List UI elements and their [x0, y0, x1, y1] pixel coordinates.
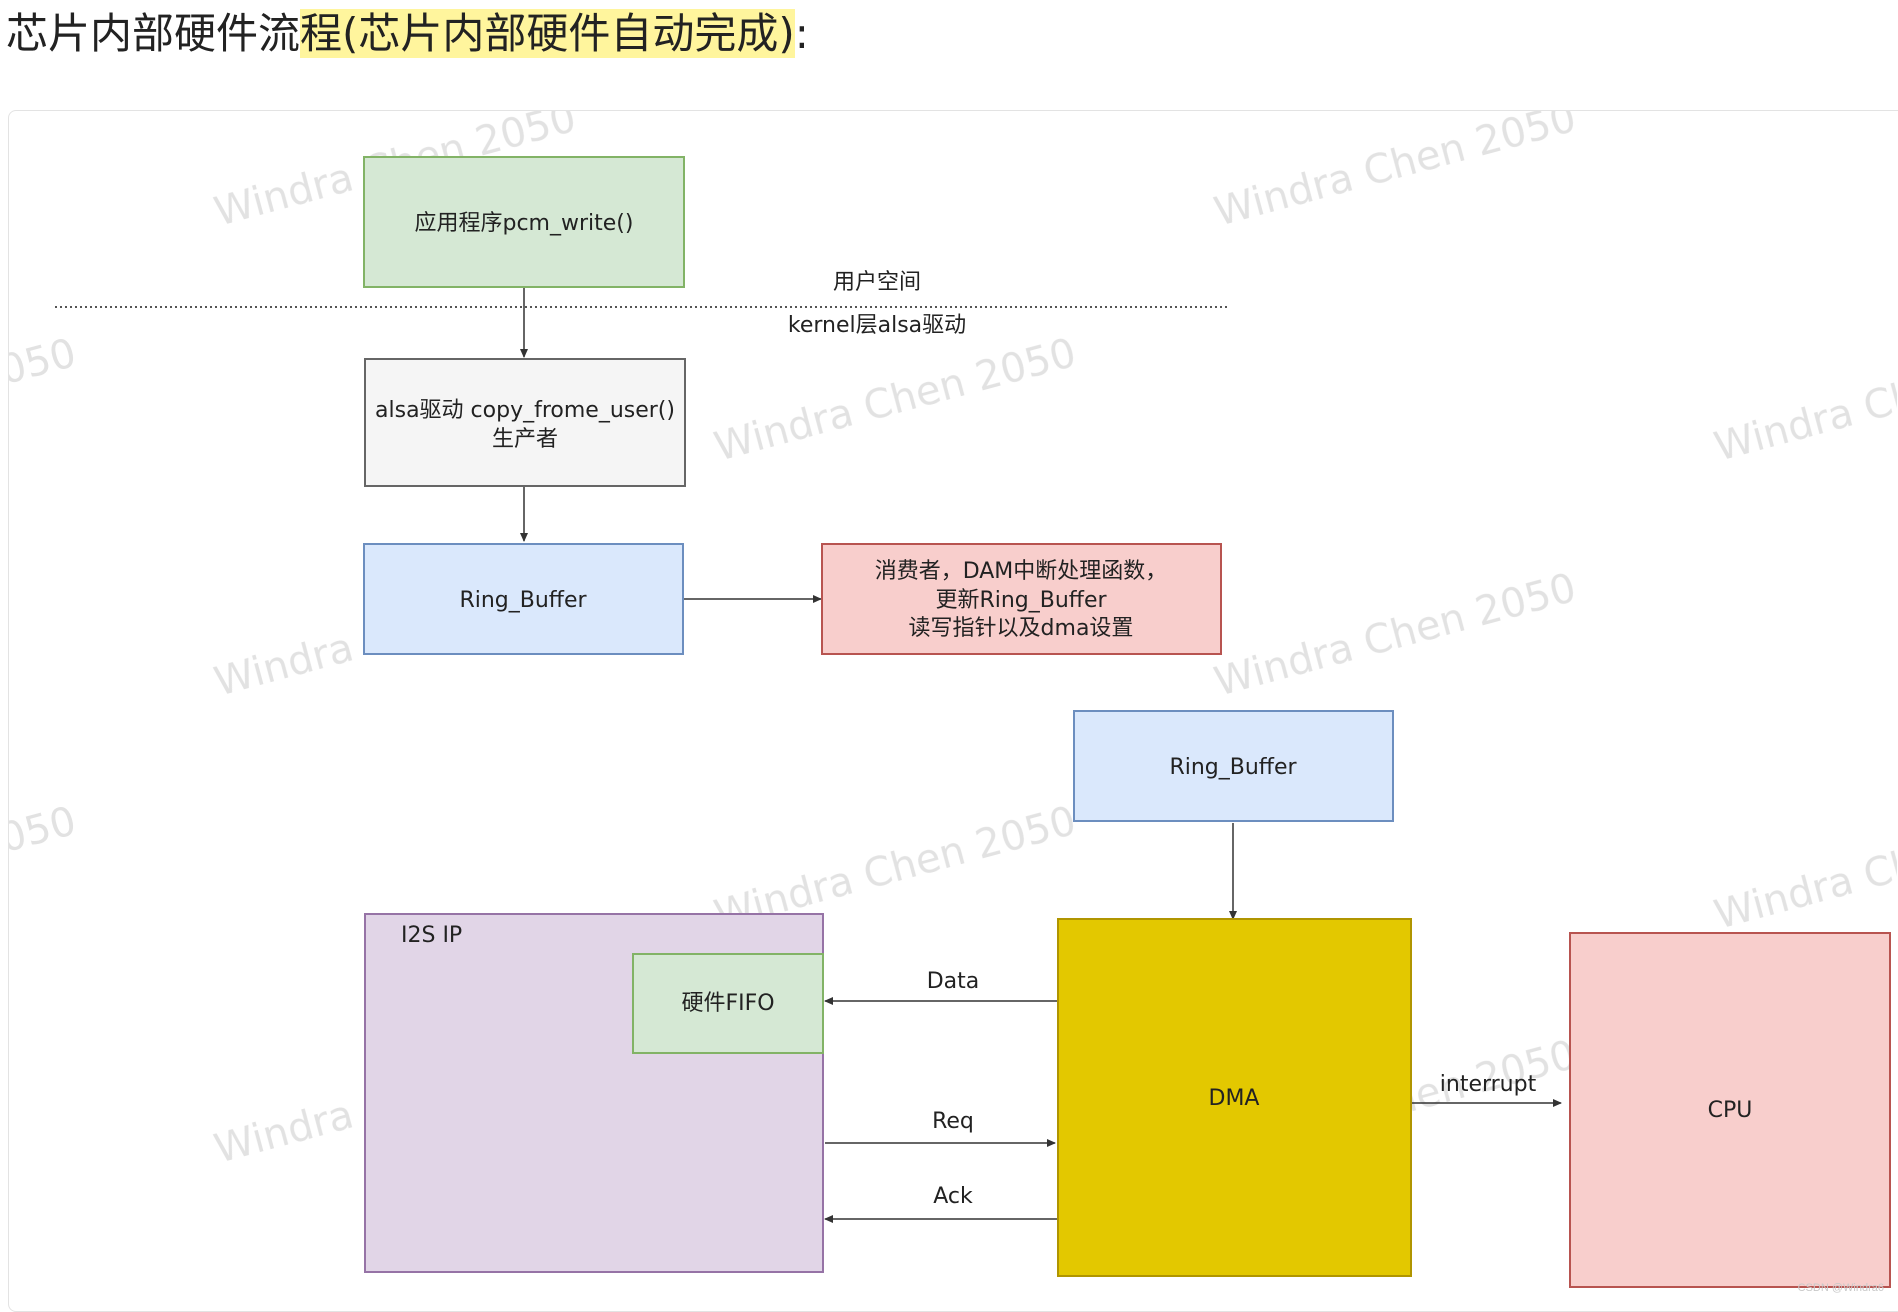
data-edge-label: Data [927, 969, 980, 994]
watermark: Windra Chen 2050 [9, 798, 81, 939]
flow-diagram: Windra Chen 2050 Windra Chen 2050 Windra… [9, 111, 1897, 1288]
heading-prefix: 芯片内部硬件流 [6, 9, 301, 58]
ring-buffer-bottom-box [1073, 710, 1394, 822]
hardware-fifo-box [632, 953, 824, 1054]
kernel-label: kernel层alsa驱动 [788, 313, 966, 338]
app-box [363, 156, 685, 288]
interrupt-edge-label: interrupt [1440, 1072, 1537, 1097]
i2s-ip-label: I2S IP [401, 923, 462, 948]
dma-label: DMA [1209, 1086, 1260, 1111]
watermark: Windra Chen 2050 [9, 330, 81, 471]
cpu-box [1569, 932, 1891, 1288]
watermark: Windra Chen 2050 [1210, 111, 1581, 236]
consumer-label-line2: 更新Ring_Buffer [935, 588, 1107, 613]
ring-buffer-top-box [363, 543, 684, 655]
watermark: Windra Chen 2050 [710, 330, 1081, 471]
cpu-label: CPU [1708, 1098, 1753, 1123]
watermark: Windra Chen 2050 [1210, 565, 1581, 706]
consumer-label-line3: 读写指针以及dma设置 [909, 616, 1134, 641]
ring-buffer-top-label: Ring_Buffer [459, 588, 587, 613]
footer-watermark: CSDN @Windra6 [1797, 1282, 1884, 1294]
consumer-label-line1: 消费者，DAM中断处理函数， [875, 559, 1168, 584]
diagram-panel: Windra Chen 2050 Windra Chen 2050 Windra… [8, 110, 1898, 1312]
watermark: Windra Chen 2050 [1710, 330, 1897, 471]
req-edge-label: Req [932, 1109, 974, 1134]
alsa-driver-label-line1: alsa驱动 copy_frome_user() [375, 398, 675, 423]
alsa-driver-label-line2: 生产者 [492, 427, 558, 452]
hardware-fifo-label: 硬件FIFO [681, 991, 774, 1016]
dma-box [1057, 918, 1412, 1277]
ack-edge-label: Ack [933, 1184, 973, 1209]
heading-highlight: 程(芯片内部硬件自动完成) [300, 9, 795, 58]
page-heading: 芯片内部硬件流程(芯片内部硬件自动完成): [6, 0, 809, 68]
alsa-driver-box [364, 358, 686, 487]
heading-suffix: : [794, 9, 809, 58]
watermark: Windra Chen 2050 [1710, 798, 1897, 939]
ring-buffer-bottom-label: Ring_Buffer [1169, 755, 1297, 780]
user-space-label: 用户空间 [833, 270, 921, 295]
consumer-box [821, 543, 1222, 655]
app-box-label: 应用程序pcm_write() [415, 211, 634, 236]
